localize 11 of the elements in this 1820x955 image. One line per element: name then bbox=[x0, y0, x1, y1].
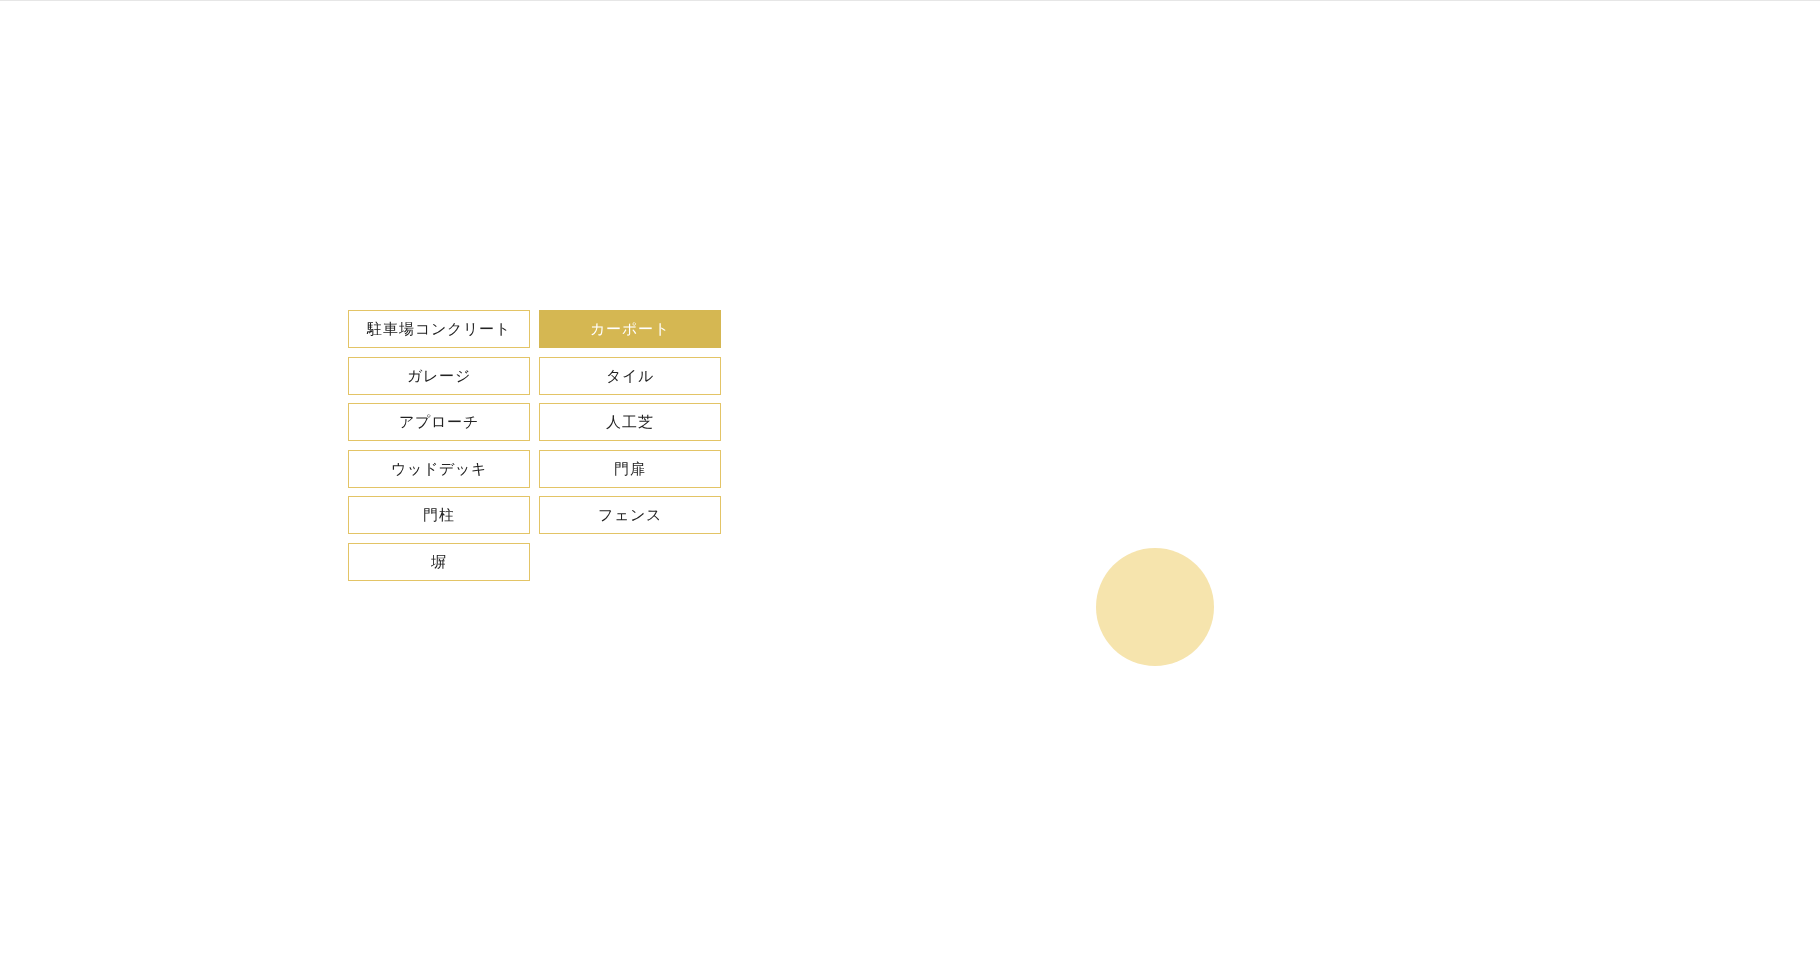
category-tab: アプローチ bbox=[348, 403, 530, 441]
category-tab: ガレージ bbox=[348, 357, 530, 395]
category-tab: ウッドデッキ bbox=[348, 450, 530, 488]
category-tab: 人工芝 bbox=[539, 403, 721, 441]
category-tab: 門柱 bbox=[348, 496, 530, 534]
category-tab: タイル bbox=[539, 357, 721, 395]
category-tab: 駐車場コンクリート bbox=[348, 310, 530, 348]
category-tab: カーポート bbox=[539, 310, 721, 348]
category-tab: 門扉 bbox=[539, 450, 721, 488]
category-tab: 塀 bbox=[348, 543, 530, 581]
category-tab: フェンス bbox=[539, 496, 721, 534]
